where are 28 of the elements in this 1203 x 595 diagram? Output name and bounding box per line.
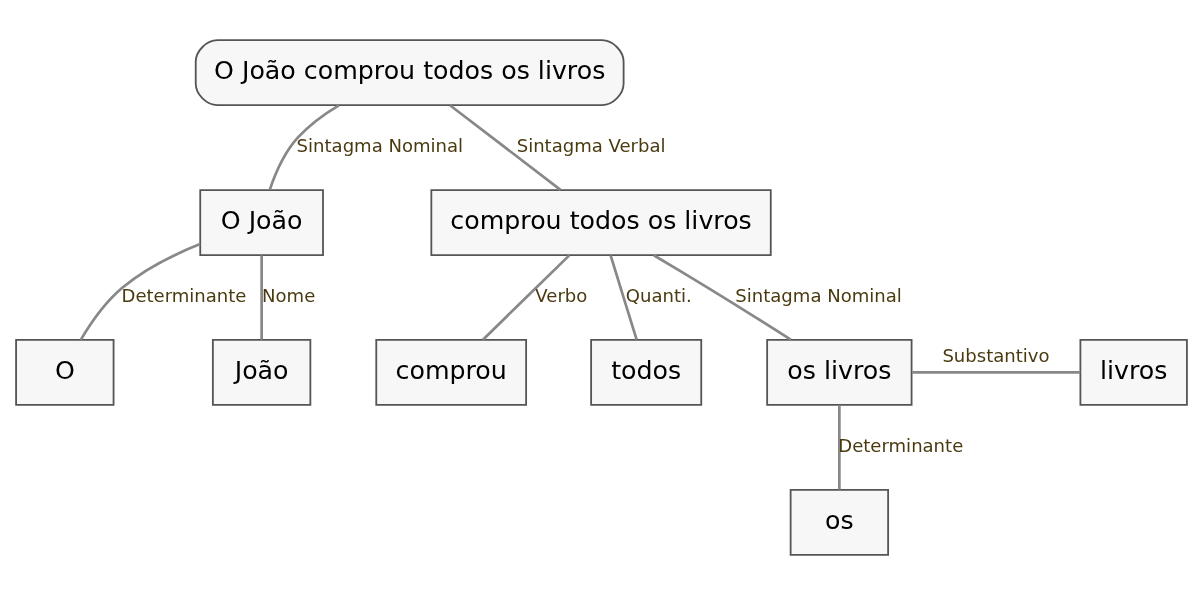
node-box: O João comprou todos os livros xyxy=(194,39,625,107)
connector xyxy=(79,242,201,341)
node-box: comprou todos os livros xyxy=(430,189,772,256)
node-box: todos xyxy=(590,339,703,406)
connector xyxy=(260,255,263,340)
edge-label: Verbo xyxy=(535,285,588,307)
edge-label: Substantivo xyxy=(942,344,1050,366)
connector xyxy=(912,371,1081,374)
edge-label: Nome xyxy=(262,285,316,307)
node-box: João xyxy=(211,339,312,406)
node-box: comprou xyxy=(375,339,528,406)
connector xyxy=(838,405,841,490)
node-box: O João xyxy=(199,189,324,256)
connector xyxy=(268,104,340,191)
edge-label: Sintagma Verbal xyxy=(516,135,666,157)
node-box: os xyxy=(789,488,890,556)
connector xyxy=(653,254,792,341)
edge-label: Quanti. xyxy=(625,285,692,307)
connector xyxy=(449,104,562,191)
node-box: livros xyxy=(1079,339,1188,406)
edge-label: Sintagma Nominal xyxy=(735,285,902,307)
edge-label: Determinante xyxy=(121,285,247,307)
edge-label: Determinante xyxy=(838,434,964,456)
node-box: O xyxy=(15,339,115,406)
connector xyxy=(609,255,638,341)
connector xyxy=(482,254,571,341)
node-box: os livros xyxy=(766,339,913,406)
edge-label: Sintagma Nominal xyxy=(296,135,464,157)
